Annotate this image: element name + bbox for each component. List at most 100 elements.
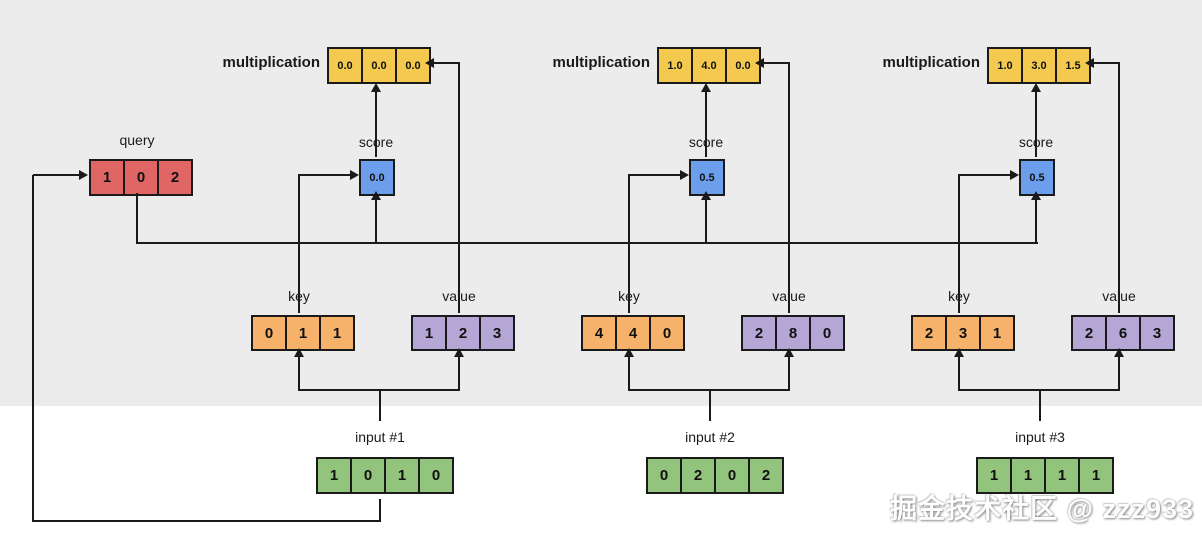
vector-cell: 1: [1010, 457, 1046, 494]
multiplication-vector-2: 1.0 4.0 0.0: [657, 47, 761, 84]
multiplication-label-1: multiplication: [222, 54, 321, 71]
connector-line: [958, 175, 960, 313]
connector-line: [628, 389, 790, 391]
vector-cell: 0.0: [359, 159, 395, 196]
key-vector-2: 4 4 0: [581, 315, 685, 351]
vector-cell: 6: [1105, 315, 1141, 351]
vector-cell: 2: [748, 457, 784, 494]
connector-line: [298, 389, 460, 391]
arrowhead-score-to-mult-2: [701, 83, 711, 92]
value-vector-2: 2 8 0: [741, 315, 845, 351]
value-vector-3: 2 6 3: [1071, 315, 1175, 351]
vector-cell: 2: [911, 315, 947, 351]
connector-line: [298, 175, 300, 313]
input-label-3: input #3: [1015, 429, 1065, 445]
connector-line: [33, 174, 79, 176]
connector-line: [136, 193, 138, 244]
vector-cell: 3: [479, 315, 515, 351]
connector-line: [458, 62, 460, 313]
vector-cell: 2: [157, 159, 193, 196]
arrowhead-input-to-value-3: [1114, 348, 1124, 357]
vector-cell: 1: [411, 315, 447, 351]
arrowhead-value-to-mult-3: [1085, 58, 1094, 68]
vector-cell: 4: [581, 315, 617, 351]
vector-cell: 1: [1078, 457, 1114, 494]
input-vector-2: 0 2 0 2: [646, 457, 784, 494]
arrowhead-into-score-1: [371, 191, 381, 200]
connector-line: [298, 174, 350, 176]
vector-cell: 0: [418, 457, 454, 494]
connector-line: [298, 355, 300, 391]
vector-cell: 1: [979, 315, 1015, 351]
vector-cell: 0.5: [689, 159, 725, 196]
arrowhead-score-to-mult-3: [1031, 83, 1041, 92]
vector-cell: 1: [285, 315, 321, 351]
connector-line: [788, 62, 790, 313]
connector-line: [1035, 91, 1037, 157]
vector-cell: 2: [445, 315, 481, 351]
input-vector-3: 1 1 1 1: [976, 457, 1114, 494]
vector-cell: 3.0: [1021, 47, 1057, 84]
query-label: query: [119, 132, 155, 148]
connector-line: [1094, 62, 1120, 64]
query-bus-line: [136, 242, 1038, 244]
multiplication-label-3: multiplication: [882, 54, 981, 71]
arrowhead-value-to-mult-1: [425, 58, 434, 68]
vector-cell: 0: [649, 315, 685, 351]
vector-cell: 0.0: [327, 47, 363, 84]
arrowhead-input-to-value-1: [454, 348, 464, 357]
connector-line: [458, 355, 460, 391]
arrowhead-into-query: [79, 170, 88, 180]
multiplication-label-2: multiplication: [552, 54, 651, 71]
arrowhead-input-to-key-2: [624, 348, 634, 357]
arrowhead-into-score-2: [701, 191, 711, 200]
connector-line: [958, 355, 960, 391]
connector-line: [1035, 199, 1037, 244]
vector-cell: 0.0: [725, 47, 761, 84]
connector-line: [958, 389, 1120, 391]
vector-cell: 2: [741, 315, 777, 351]
input-label-1: input #1: [355, 429, 405, 445]
score-box-1: 0.0: [359, 159, 395, 196]
vector-cell: 0.0: [361, 47, 397, 84]
score-box-3: 0.5: [1019, 159, 1055, 196]
vector-cell: 4: [615, 315, 651, 351]
arrowhead-score-to-mult-1: [371, 83, 381, 92]
connector-line: [375, 199, 377, 244]
connector-line: [32, 175, 34, 522]
arrowhead-value-to-mult-2: [755, 58, 764, 68]
vector-cell: 0: [123, 159, 159, 196]
vector-cell: 1: [384, 457, 420, 494]
vector-cell: 0.5: [1019, 159, 1055, 196]
connector-line: [958, 174, 1010, 176]
vector-cell: 0: [809, 315, 845, 351]
connector-line: [379, 389, 381, 421]
vector-cell: 0: [350, 457, 386, 494]
arrowhead-into-score-3: [1031, 191, 1041, 200]
input-vector-1: 1 0 1 0: [316, 457, 454, 494]
multiplication-vector-1: 0.0 0.0 0.0: [327, 47, 431, 84]
vector-cell: 2: [1071, 315, 1107, 351]
connector-line: [705, 91, 707, 157]
query-vector: 1 0 2: [89, 159, 193, 196]
connector-line: [375, 91, 377, 157]
key-vector-3: 2 3 1: [911, 315, 1015, 351]
connector-line: [709, 389, 711, 421]
connector-line: [628, 175, 630, 313]
value-vector-1: 1 2 3: [411, 315, 515, 351]
vector-cell: 8: [775, 315, 811, 351]
key-vector-1: 0 1 1: [251, 315, 355, 351]
multiplication-vector-3: 1.0 3.0 1.5: [987, 47, 1091, 84]
connector-line: [379, 499, 381, 522]
vector-cell: 0: [646, 457, 682, 494]
vector-cell: 1.0: [657, 47, 693, 84]
vector-cell: 1.0: [987, 47, 1023, 84]
vector-cell: 1: [319, 315, 355, 351]
score-box-2: 0.5: [689, 159, 725, 196]
vector-cell: 1: [316, 457, 352, 494]
arrowhead-key-to-score-2: [680, 170, 689, 180]
vector-cell: 0: [251, 315, 287, 351]
connector-line: [1118, 62, 1120, 313]
vector-cell: 1: [89, 159, 125, 196]
connector-line: [628, 174, 680, 176]
